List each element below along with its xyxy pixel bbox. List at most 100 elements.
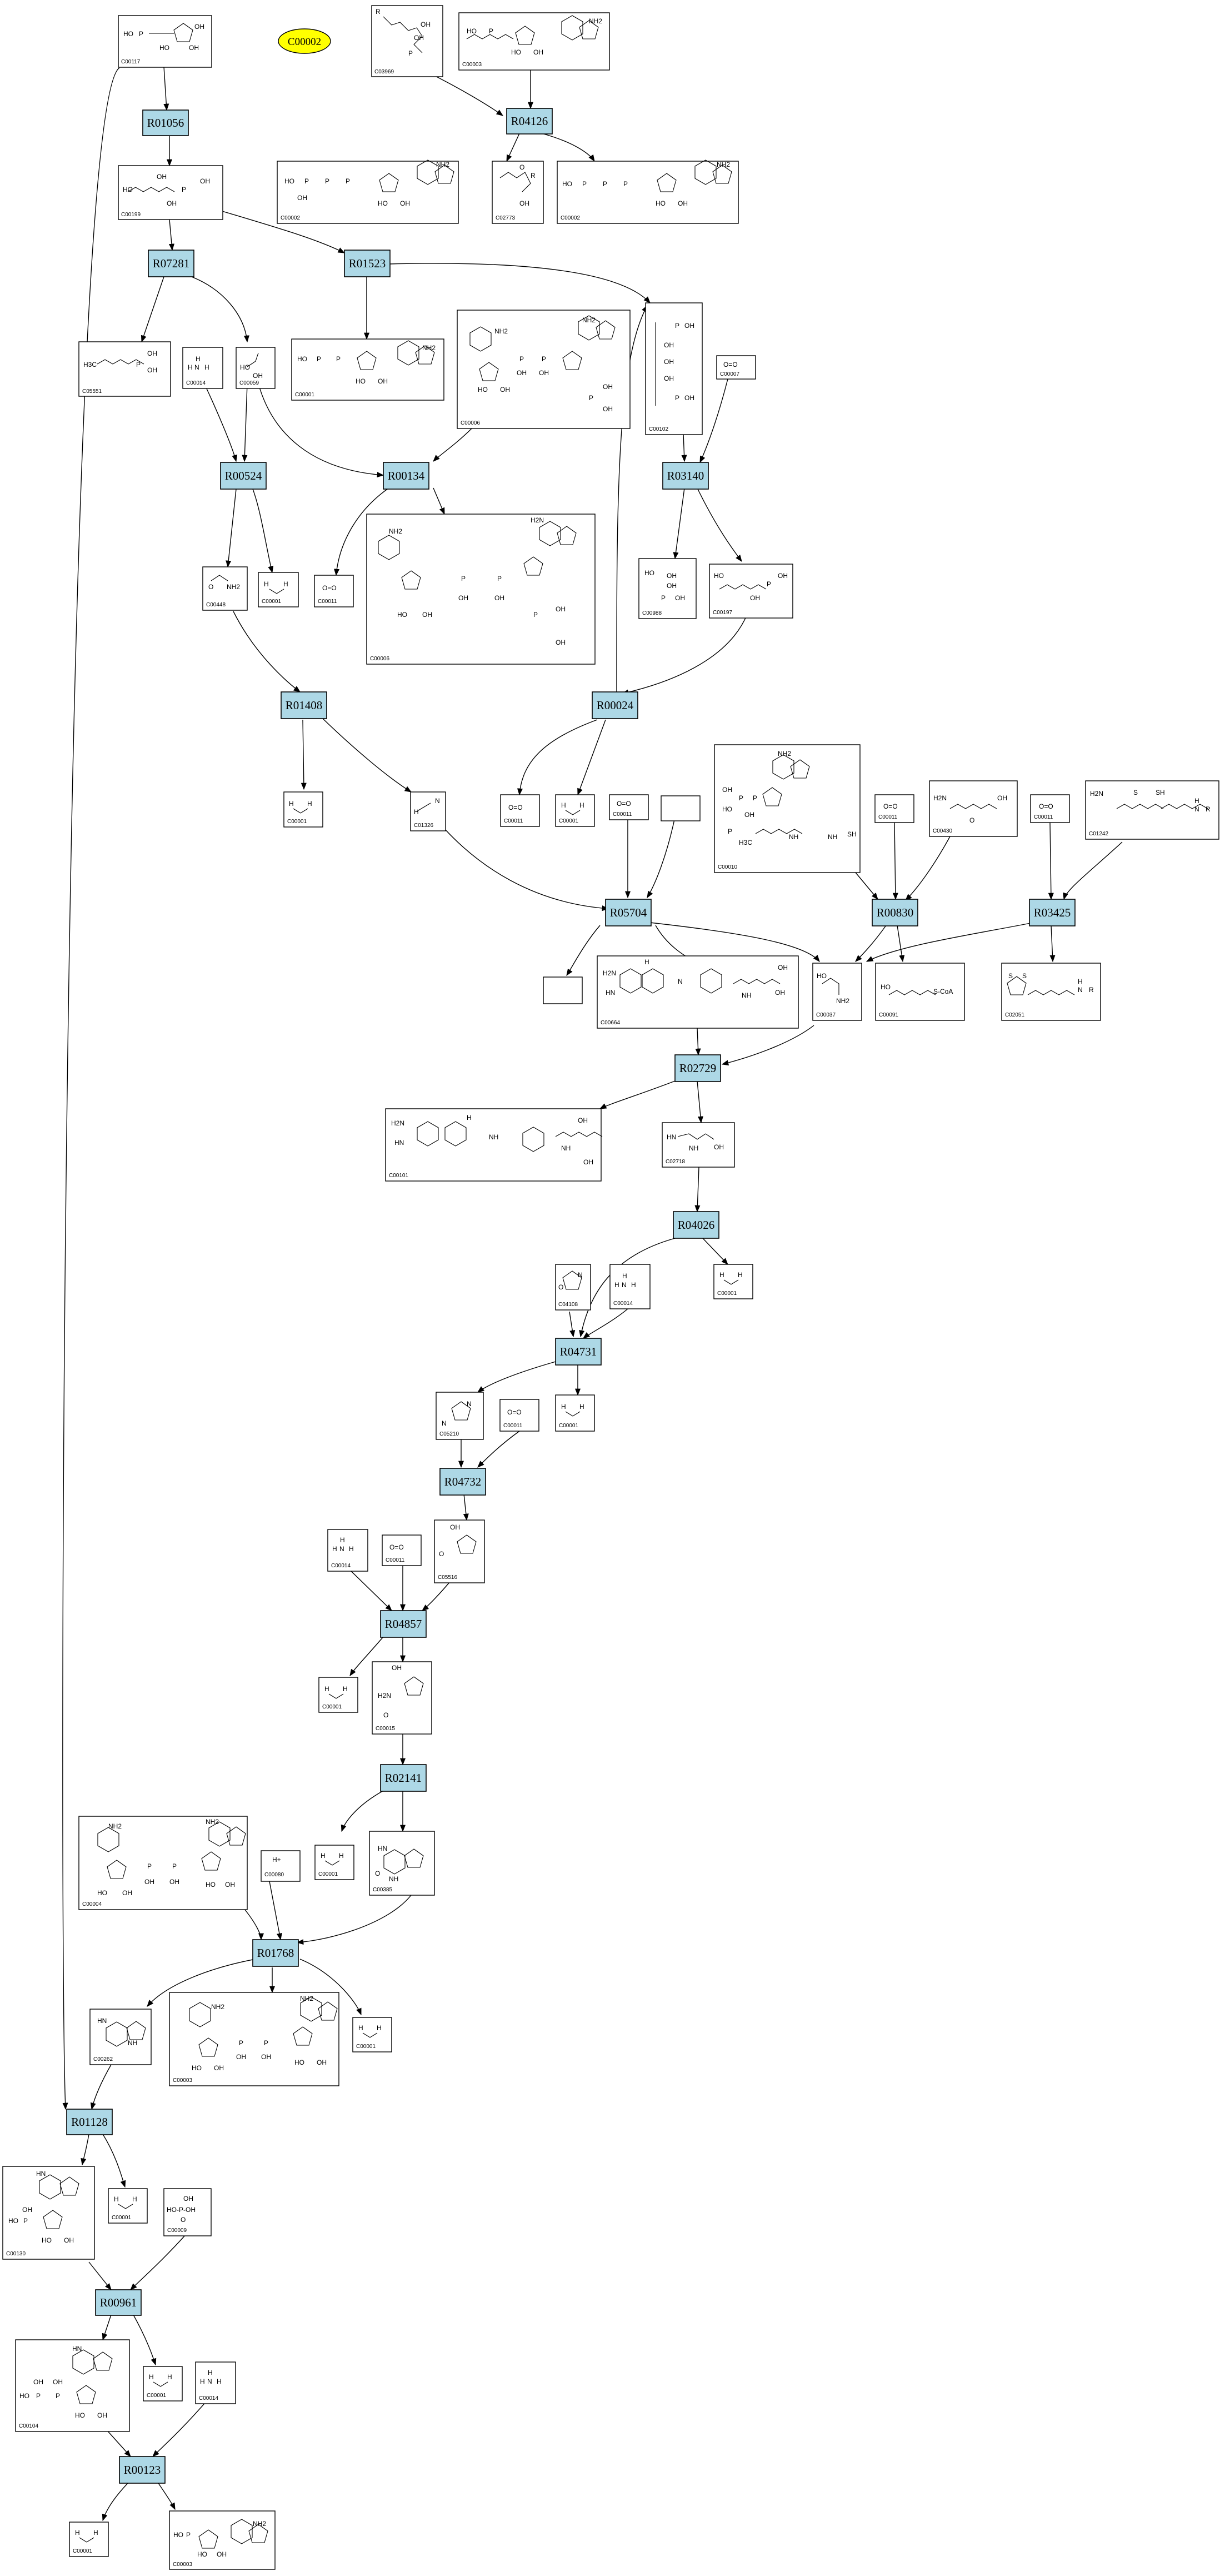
reaction-r03425[interactable]: R03425	[1029, 899, 1076, 926]
compound-c05210[interactable]: N N C05210	[436, 1392, 484, 1440]
compound-c02051[interactable]: S S H N R C02051	[1001, 963, 1101, 1021]
compound-c00009[interactable]: OH HO-P-OH O C00009	[163, 2188, 212, 2236]
reaction-r01128[interactable]: R01128	[66, 2109, 113, 2135]
root-compound[interactable]: C00002	[278, 28, 331, 54]
reaction-r02141[interactable]: R02141	[380, 1764, 427, 1792]
compound-c02718[interactable]: HN NH OH C02718	[662, 1122, 735, 1168]
compound-c00011-b[interactable]: O=O C00011	[500, 794, 540, 827]
svg-text:R02141: R02141	[385, 1771, 422, 1785]
reaction-r02729[interactable]: R02729	[674, 1054, 721, 1082]
compound-c00011[interactable]: O=O C00011	[314, 575, 354, 607]
compound-c00001-c[interactable]: H H C00001	[283, 791, 323, 828]
compound-c00011-g[interactable]: O=O C00011	[382, 1534, 422, 1566]
compound-c00080[interactable]: H+ C00080	[261, 1850, 301, 1882]
reaction-r00830[interactable]: R00830	[872, 899, 918, 926]
compound-c00988[interactable]: HO OH OH P OH C00988	[638, 558, 697, 619]
compound-c00014-d[interactable]: H H N H C00014	[195, 2361, 236, 2404]
compound-c00091[interactable]: HO S-CoA C00091	[875, 963, 965, 1021]
reaction-r00961[interactable]: R00961	[95, 2289, 142, 2316]
compound-c00002-b[interactable]: HO P P P HO OH NH2 C00002	[557, 160, 739, 224]
compound-c00001-i[interactable]: H H C00001	[352, 2017, 392, 2052]
compound-c00006[interactable]: NH2 P P OH OH HO OH P OH OH NH2 C00006	[457, 310, 631, 429]
edge	[616, 305, 648, 692]
compound-c00014-c[interactable]: H H N H C00014	[327, 1529, 368, 1572]
compound-c00011-e[interactable]: O=O C00011	[1030, 794, 1070, 823]
compound-c00104[interactable]: HN HO P P OH OH HO OH C00104	[15, 2339, 130, 2432]
reaction-r01768[interactable]: R01768	[252, 1939, 299, 1967]
compound-c00004[interactable]: NH2 P P OH OH HO OH HO OH NH2 C00004	[78, 1816, 248, 1910]
compound-c00002[interactable]: HO P P P OH HO OH NH2 C00002	[277, 160, 459, 224]
compound-c00059[interactable]: HO OH C00059	[236, 347, 276, 389]
reaction-r03140[interactable]: R03140	[662, 462, 709, 490]
reaction-r00024[interactable]: R00024	[592, 691, 638, 719]
compound-c02773[interactable]: O R OH C02773	[492, 161, 544, 224]
compound-c00430[interactable]: H2N O OH C00430	[929, 780, 1018, 837]
compound-c00001-l[interactable]: H H C00001	[69, 2522, 109, 2557]
reaction-r05704[interactable]: R05704	[605, 899, 652, 926]
svg-text:N: N	[194, 363, 199, 371]
compound-blank-1[interactable]	[661, 795, 701, 821]
reaction-r04857[interactable]: R04857	[380, 1610, 427, 1638]
compound-c00385[interactable]: HN O NH C00385	[369, 1831, 435, 1896]
svg-text:OH: OH	[317, 2059, 327, 2066]
svg-text:HO: HO	[240, 363, 250, 371]
compound-c00003-b[interactable]: NH2 P P OH OH HO OH HO OH NH2 C00003	[169, 1992, 339, 2086]
compound-c00001-h[interactable]: H H C00001	[314, 1845, 354, 1880]
compound-c00011-f[interactable]: O=O C00011	[499, 1399, 539, 1432]
compound-c00001-j[interactable]: H H C00001	[108, 2188, 148, 2224]
compound-c00197[interactable]: HO OH P OH C00197	[709, 564, 793, 619]
compound-c00001-k[interactable]: H H C00001	[143, 2366, 183, 2401]
compound-c00011-d[interactable]: O=O C00011	[874, 794, 914, 823]
compound-c00015[interactable]: OH H2N O C00015	[372, 1661, 432, 1735]
compound-c00006-b[interactable]: NH2 P P OH OH HO OH P OH OH H2N C00006	[366, 514, 596, 665]
edge	[105, 2428, 131, 2457]
compound-c01326[interactable]: N H C01326	[410, 791, 446, 831]
compound-c00130[interactable]: HN HO P OH HO OH C00130	[2, 2166, 95, 2260]
svg-text:NH2: NH2	[253, 2520, 266, 2528]
compound-c00001-b[interactable]: H H C00001	[258, 572, 299, 607]
svg-text:H: H	[324, 1685, 329, 1693]
reaction-r00134[interactable]: R00134	[383, 462, 429, 490]
compound-c00007[interactable]: O=O C00007	[716, 355, 756, 380]
compound-c01242[interactable]: H2N S SH H N R C01242	[1085, 780, 1219, 840]
compound-c00001-d[interactable]: H H C00001	[555, 794, 595, 827]
compound-c00003[interactable]: HO P HO OH NH2 C00003	[458, 12, 610, 71]
reaction-r04732[interactable]: R04732	[439, 1468, 486, 1496]
reaction-r04126[interactable]: R04126	[506, 108, 553, 134]
compound-c00102[interactable]: P OH OH OH OH P OH C00102	[645, 302, 703, 435]
compound-c00001-g[interactable]: H H C00001	[318, 1677, 358, 1713]
compound-c00001[interactable]: HO P P HO OH NH2 C00001	[291, 338, 444, 401]
compound-c00664[interactable]: H2N HN H N NH OH OH C00664	[597, 955, 799, 1029]
compound-c00037[interactable]: HO NH2 C00037	[812, 963, 862, 1021]
compound-c00199[interactable]: HO OH P OH OH C00199	[118, 165, 223, 220]
compound-blank-2[interactable]	[543, 976, 583, 1004]
reaction-r01056[interactable]: R01056	[142, 109, 189, 136]
svg-text:OH: OH	[714, 1143, 724, 1151]
compound-c00014-b[interactable]: H H N H C00014	[609, 1264, 651, 1309]
compound-c00003-c[interactable]: HO P HO OH NH2 C00003	[169, 2510, 276, 2570]
compound-c05551[interactable]: H3C P OH OH C05551	[78, 341, 171, 397]
compound-c00117[interactable]: HO P OH HO OH C00117	[118, 15, 212, 68]
svg-text:OH: OH	[494, 594, 504, 602]
compound-c00101[interactable]: H2N HN H NH NH OH OH C00101	[385, 1108, 603, 1182]
reaction-r07281[interactable]: R07281	[148, 250, 194, 277]
reaction-r00123[interactable]: R00123	[119, 2456, 166, 2484]
reaction-r01523[interactable]: R01523	[344, 250, 391, 277]
reaction-r04731[interactable]: R04731	[555, 1338, 602, 1366]
compound-c00001-f[interactable]: H H C00001	[555, 1394, 595, 1432]
compound-c03969[interactable]: R OH OH P C03969	[371, 5, 443, 77]
compound-c00011-c[interactable]: O=O C00011	[609, 794, 649, 820]
reaction-r00524[interactable]: R00524	[220, 462, 267, 490]
reaction-r04026[interactable]: R04026	[673, 1211, 719, 1239]
svg-text:HO: HO	[19, 2392, 29, 2400]
compound-c00014[interactable]: H H N H C00014	[182, 347, 223, 389]
svg-text:NH2: NH2	[494, 327, 508, 335]
compound-c00448[interactable]: O NH2 C00448	[202, 566, 248, 611]
svg-text:P: P	[589, 394, 593, 402]
compound-c00262[interactable]: HN NH C00262	[89, 2009, 152, 2065]
reaction-r01408[interactable]: R01408	[281, 691, 327, 719]
compound-c00001-e[interactable]: H H C00001	[713, 1264, 753, 1299]
compound-c05516[interactable]: OH O C05516	[434, 1519, 485, 1583]
compound-c00010[interactable]: NH2 OH P P HO OH P H3C NH NH SH C00010	[714, 744, 861, 873]
compound-c04108[interactable]: O N C04108	[555, 1264, 591, 1311]
